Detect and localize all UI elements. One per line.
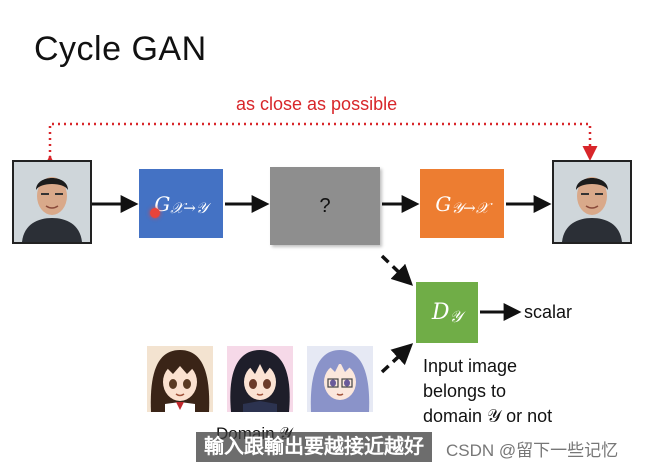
- close-dotted-line: [42, 122, 598, 170]
- generator-xy-subscript: 𝒳→𝒴: [170, 198, 208, 217]
- dashed-arrow-middle-to-dy: [380, 254, 414, 286]
- pointer-dot-icon: [150, 208, 160, 218]
- slide-title: Cycle GAN: [34, 30, 207, 68]
- dashed-arrow-domain-to-dy: [380, 343, 414, 374]
- note-line-3: domain 𝒴 or not: [423, 406, 553, 426]
- scalar-output-label: scalar: [524, 302, 573, 322]
- discriminator-subscript: 𝒴: [449, 306, 463, 326]
- person-photo-icon: [14, 162, 90, 242]
- anime-image-2: [227, 346, 293, 412]
- csdn-watermark: CSDN @留下一些记忆: [446, 441, 619, 460]
- generator-yx-subscript: 𝒴→𝒳: [451, 198, 489, 217]
- note-line-1: Input image: [423, 356, 518, 376]
- anime-image-1: [147, 346, 213, 412]
- video-subtitle: 輸入跟輸出要越接近越好: [196, 432, 432, 462]
- input-photo: [12, 160, 92, 244]
- person-photo-icon: [554, 162, 630, 242]
- anime-image-3: [307, 346, 373, 412]
- anime-face-icon: [307, 346, 373, 412]
- unknown-image-box: ?: [270, 167, 380, 245]
- note-line-2: belongs to: [423, 381, 507, 401]
- anime-face-icon: [147, 346, 213, 412]
- discriminator-symbol: D: [431, 300, 450, 325]
- output-photo: [552, 160, 632, 244]
- close-as-possible-label: as close as possible: [236, 94, 398, 114]
- anime-face-icon: [227, 346, 293, 412]
- discriminator-note: Input image belongs to domain 𝒴 or not: [423, 354, 552, 429]
- generator-yx-symbol: G: [435, 191, 452, 216]
